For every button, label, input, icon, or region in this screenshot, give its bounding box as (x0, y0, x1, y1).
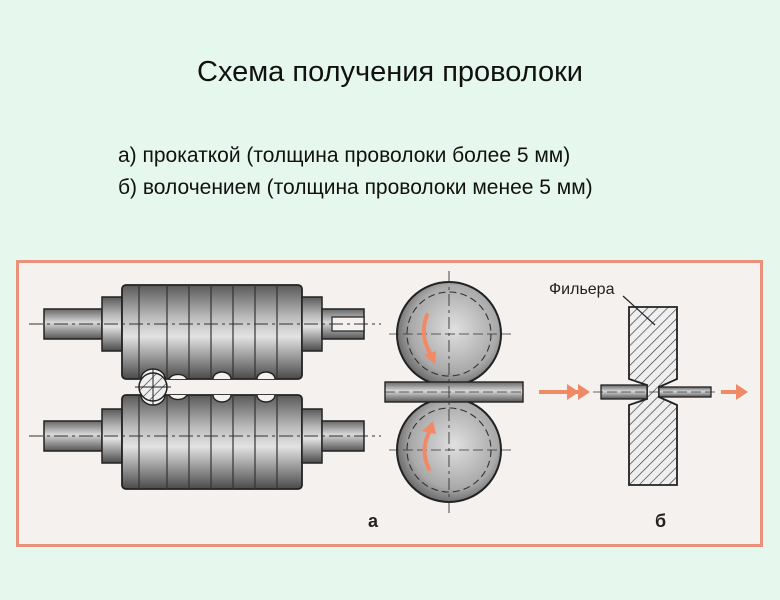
subtitle-drawing: б) волочением (толщина проволоки менее 5… (118, 176, 593, 199)
die-label: Фильера (549, 281, 615, 298)
label-drawing: б (655, 511, 666, 531)
die-label-leader: Фильера (549, 281, 656, 326)
rotation-arrows (421, 313, 436, 471)
wire-production-diagram: а Фильера б (29, 271, 748, 531)
drawing-die (593, 306, 719, 486)
subtitle-rolling: а) прокаткой (толщина проволоки более 5 … (118, 144, 571, 167)
lower-roll (43, 394, 365, 490)
wire-cross-section (135, 369, 171, 405)
upper-roll (43, 284, 365, 380)
roll-center-lines (29, 323, 381, 437)
label-rolling: а (368, 511, 379, 531)
roll-side-view (384, 271, 524, 513)
slide-title: Схема получения проволоки (197, 56, 583, 88)
feed-arrow-out (721, 384, 748, 400)
feed-arrow-in (559, 384, 590, 400)
figure-panel: а Фильера б (16, 260, 763, 547)
